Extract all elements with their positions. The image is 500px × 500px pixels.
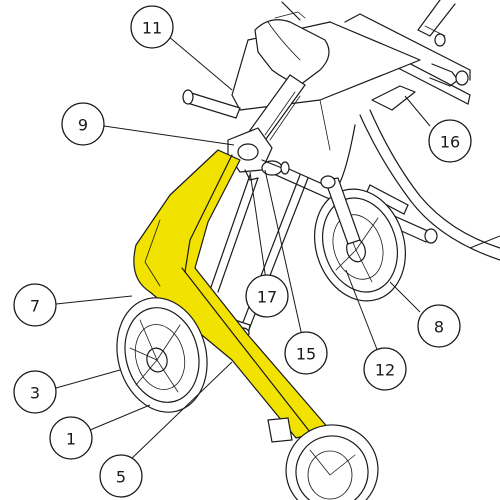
- callout-9: 9: [61, 102, 105, 146]
- callout-17: 17: [245, 274, 289, 318]
- callout-1-label: 1: [66, 430, 76, 449]
- callout-15-label: 15: [296, 345, 316, 364]
- callout-7: 7: [13, 283, 57, 327]
- callout-12: 12: [363, 347, 407, 391]
- callout-17-label: 17: [257, 288, 277, 307]
- callout-1: 1: [49, 416, 93, 460]
- callout-11: 11: [130, 5, 174, 49]
- callout-9-label: 9: [78, 116, 88, 135]
- callout-5: 5: [99, 454, 143, 498]
- callout-7-label: 7: [30, 297, 40, 316]
- front-frame-highlight: [133, 149, 331, 439]
- leader-lines: [55, 35, 500, 463]
- rear-wheel: [313, 175, 407, 302]
- callout-11-label: 11: [142, 19, 162, 38]
- front-wheel-bottom: [267, 417, 379, 500]
- callout-16-label: 16: [440, 133, 460, 152]
- front-wheel-left: [116, 297, 208, 413]
- callout-3-label: 3: [30, 384, 40, 403]
- callout-15: 15: [284, 331, 328, 375]
- callout-3: 3: [13, 370, 57, 414]
- fold-joint: [227, 127, 290, 181]
- callout-16: 16: [428, 119, 472, 163]
- callout-8-label: 8: [434, 318, 444, 337]
- callout-12-label: 12: [375, 361, 395, 380]
- callout-5-label: 5: [116, 468, 126, 487]
- callout-8: 8: [417, 304, 461, 348]
